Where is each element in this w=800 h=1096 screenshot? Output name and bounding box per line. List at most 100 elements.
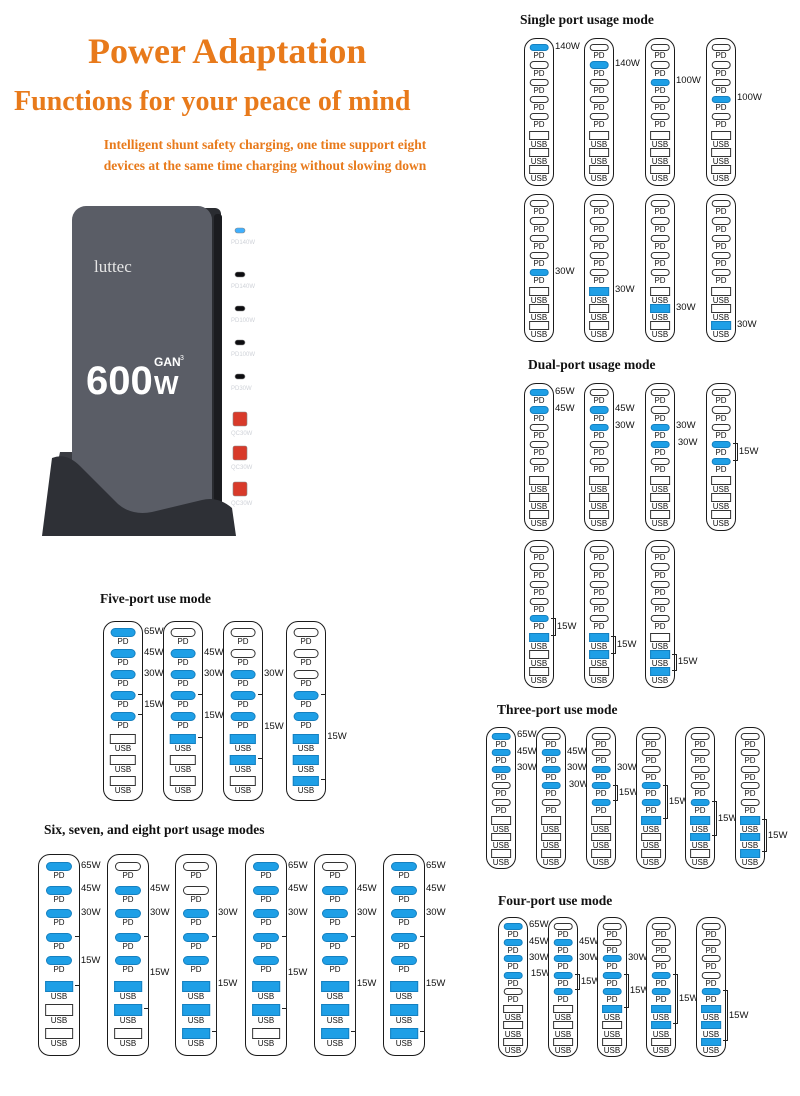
pd-label: PD <box>715 448 727 458</box>
pd-label: PD <box>122 941 134 951</box>
usb-a-port-slot <box>503 1005 523 1014</box>
usb-c-port-slot <box>602 922 622 930</box>
usb-a-port-slot <box>503 1037 523 1046</box>
wattage-label: 15W <box>580 976 601 988</box>
pd-label: PD <box>694 805 706 815</box>
wattage-label: 30W <box>357 906 377 918</box>
pd-label: PD <box>329 871 341 881</box>
pd-label: PD <box>593 103 605 113</box>
usb-label: USB <box>590 139 608 149</box>
usb-label: USB <box>554 1013 572 1023</box>
pd-label: PD <box>744 805 756 815</box>
pd-label: PD <box>715 120 727 130</box>
usb-c-port-slot <box>529 251 549 259</box>
headline-title: Power Adaptation <box>88 31 367 71</box>
wattage-label: 45W <box>204 646 224 658</box>
pd-label: PD <box>595 789 607 799</box>
pd-label: PD <box>300 637 312 647</box>
wattage-label: 30W <box>426 906 446 918</box>
usb-c-port-slot <box>641 799 661 806</box>
pd-label: PD <box>545 789 557 799</box>
pd-label: PD <box>654 587 666 597</box>
pd-label: PD <box>53 871 65 881</box>
wattage-label: 15W <box>530 968 551 980</box>
usb-a-port-slot <box>589 667 609 677</box>
pd-label: PD <box>654 413 666 423</box>
usb-label: USB <box>651 156 669 166</box>
wattage-label: 45W <box>144 646 164 658</box>
usb-label: USB <box>691 857 709 867</box>
usb-a-port-slot <box>650 148 670 157</box>
pd-label: PD <box>645 739 657 749</box>
usb-c-port-slot <box>293 691 319 700</box>
pd-label: PD <box>495 739 507 749</box>
usb-c-port-slot <box>711 440 731 448</box>
wattage-label: 30W <box>144 667 164 679</box>
usb-a-port-slot <box>114 980 142 993</box>
usb-a-port-slot <box>589 321 609 331</box>
pd-label: PD <box>654 448 666 458</box>
pd-label: PD <box>655 994 667 1004</box>
usb-a-port-slot <box>321 980 349 993</box>
usb-label: USB <box>395 1015 413 1025</box>
usb-c-port-slot <box>114 932 142 942</box>
wattage-label: 15W <box>149 966 170 978</box>
pd-label: PD <box>593 622 605 632</box>
wattage-label: 65W <box>81 859 101 871</box>
usb-c-port-slot <box>110 691 136 700</box>
usb-label: USB <box>504 1045 522 1055</box>
usb-a-port-slot <box>650 165 670 175</box>
usb-c-port-slot <box>591 749 611 757</box>
power-unit: W <box>154 370 179 400</box>
usb-label: USB <box>119 992 137 1002</box>
wattage-label: 30W <box>555 265 575 277</box>
pd-label: PD <box>715 430 727 440</box>
usb-a-port-slot <box>114 1027 142 1040</box>
wattage-label: 30W <box>676 420 696 432</box>
usb-c-port-slot <box>650 61 670 69</box>
wattage-label: 30W <box>628 951 648 963</box>
usb-c-port-slot <box>252 862 280 872</box>
usb-c-port-slot <box>170 670 196 679</box>
pd-label: PD <box>606 994 618 1004</box>
stand-front <box>42 456 236 536</box>
usb-c-port-slot <box>529 95 549 103</box>
usb-c-port-slot <box>650 597 670 605</box>
pd-label: PD <box>593 465 605 475</box>
pd-label: PD <box>122 894 134 904</box>
usb-c-port-slot <box>650 200 670 208</box>
usb-a-port-slot <box>491 849 511 858</box>
pd-label: PD <box>260 918 272 928</box>
usb-label: USB <box>590 676 608 686</box>
usb-label: USB <box>542 857 560 867</box>
usb-label: USB <box>542 841 560 851</box>
usb-c-port-slot <box>651 939 671 946</box>
usb-c-port-slot <box>230 628 256 638</box>
pd-label: PD <box>654 553 666 563</box>
pd-label: PD <box>260 941 272 951</box>
pd-label: PD <box>190 965 202 974</box>
usb-label: USB <box>651 174 669 184</box>
pd-label: PD <box>744 789 756 799</box>
usb-c-port-slot <box>491 765 511 773</box>
pd-label: PD <box>177 658 189 667</box>
usb-label: USB <box>592 857 610 867</box>
pd-label: PD <box>533 68 545 78</box>
usb-label: USB <box>530 139 548 149</box>
usb-c-port-slot <box>321 862 349 872</box>
usb-a-port-slot <box>529 510 549 520</box>
qc-port <box>232 411 248 427</box>
pd-label: PD <box>533 622 545 632</box>
bracket-line <box>732 443 738 461</box>
pd-label: PD <box>533 224 545 234</box>
usb-c-port-slot <box>602 988 622 995</box>
device-body <box>72 206 212 528</box>
charger-image: luttec 600 GAN 3 W PD140WPD140WPD100WPD1… <box>42 206 255 536</box>
usb-c-port-slot <box>170 712 196 721</box>
usb-c-port-slot <box>589 217 609 225</box>
